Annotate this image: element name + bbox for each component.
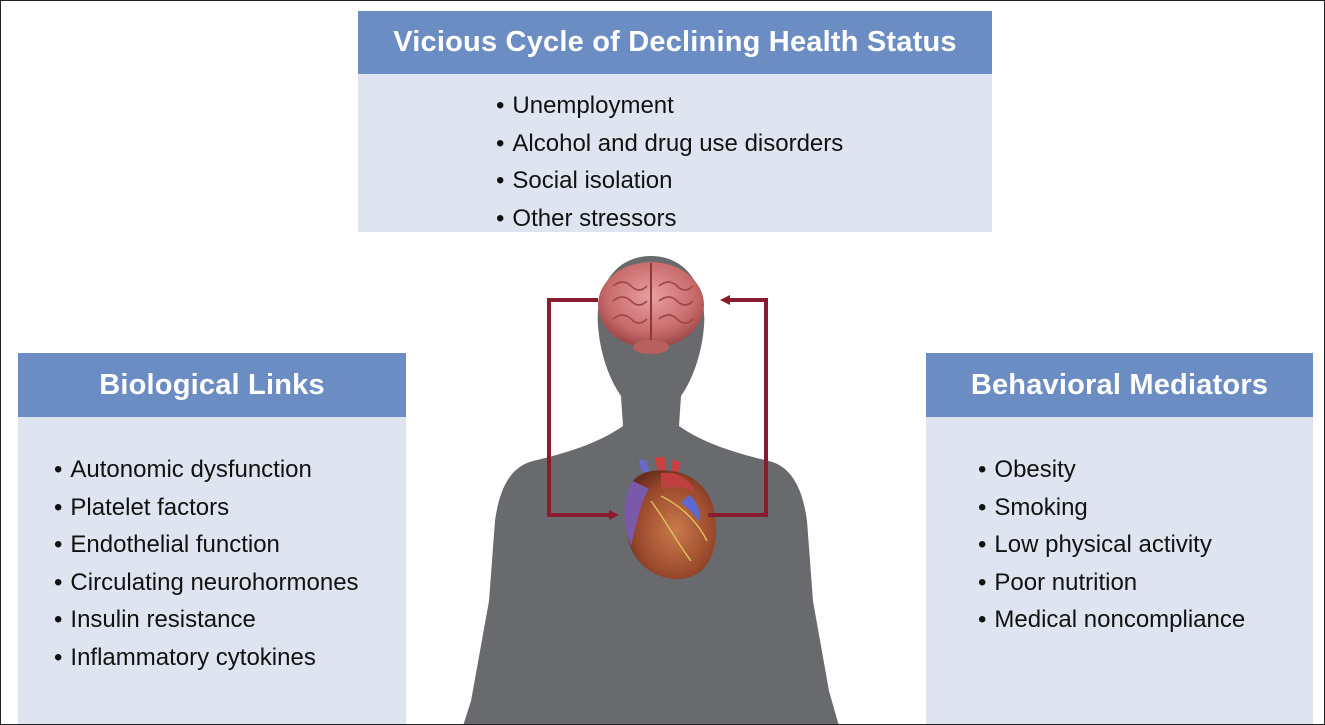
list-item: Social isolation bbox=[496, 162, 992, 200]
behavioral-mediators-box: Behavioral Mediators Obesity Smoking Low… bbox=[926, 353, 1313, 725]
list-item: Insulin resistance bbox=[54, 601, 406, 639]
list-item: Obesity bbox=[978, 451, 1313, 489]
biological-links-box: Biological Links Autonomic dysfunction P… bbox=[18, 353, 406, 725]
biological-links-title: Biological Links bbox=[18, 353, 406, 417]
list-item: Platelet factors bbox=[54, 489, 406, 527]
list-item: Smoking bbox=[978, 489, 1313, 527]
list-item: Alcohol and drug use disorders bbox=[496, 125, 992, 163]
biological-links-list: Autonomic dysfunction Platelet factors E… bbox=[54, 417, 406, 676]
vicious-cycle-body: Unemployment Alcohol and drug use disord… bbox=[358, 74, 992, 232]
vicious-cycle-list: Unemployment Alcohol and drug use disord… bbox=[496, 74, 992, 237]
biological-links-body: Autonomic dysfunction Platelet factors E… bbox=[18, 417, 406, 725]
behavioral-mediators-list: Obesity Smoking Low physical activity Po… bbox=[978, 417, 1313, 639]
list-item: Unemployment bbox=[496, 87, 992, 125]
list-item: Medical noncompliance bbox=[978, 601, 1313, 639]
list-item: Other stressors bbox=[496, 200, 992, 238]
list-item: Endothelial function bbox=[54, 526, 406, 564]
list-item: Low physical activity bbox=[978, 526, 1313, 564]
list-item: Poor nutrition bbox=[978, 564, 1313, 602]
behavioral-mediators-title: Behavioral Mediators bbox=[926, 353, 1313, 417]
list-item: Inflammatory cytokines bbox=[54, 639, 406, 677]
behavioral-mediators-body: Obesity Smoking Low physical activity Po… bbox=[926, 417, 1313, 725]
list-item: Autonomic dysfunction bbox=[54, 451, 406, 489]
vicious-cycle-title: Vicious Cycle of Declining Health Status bbox=[358, 11, 992, 74]
list-item: Circulating neurohormones bbox=[54, 564, 406, 602]
vicious-cycle-box: Vicious Cycle of Declining Health Status… bbox=[358, 11, 992, 232]
